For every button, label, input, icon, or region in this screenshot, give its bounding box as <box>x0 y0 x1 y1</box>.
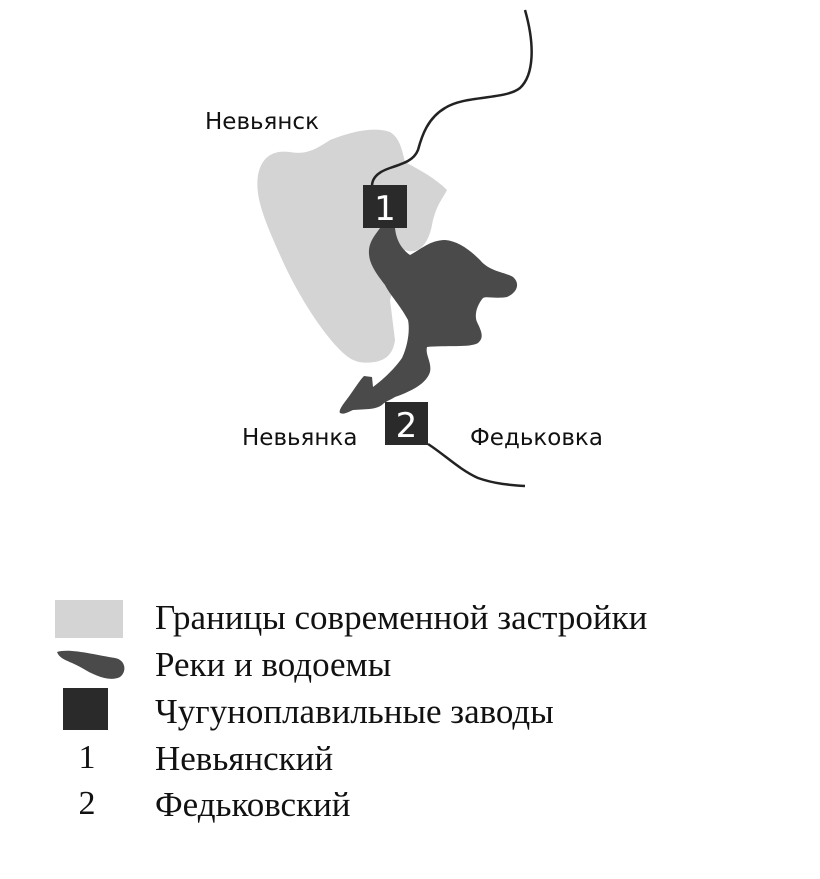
river-line-upper <box>370 9 533 187</box>
legend-urban-swatch <box>55 600 123 638</box>
factory-marker-1: 1 <box>363 185 407 229</box>
reservoir <box>339 228 518 414</box>
legend-label: Реки и водоемы <box>155 645 392 684</box>
legend-label: Невьянский <box>155 739 334 778</box>
legend-number: 1 <box>78 739 96 776</box>
marker-number: 2 <box>396 406 418 446</box>
river-line-lower <box>427 442 526 488</box>
legend-label: Чугуноплавильные заводы <box>155 692 554 731</box>
legend-number: 2 <box>78 785 96 822</box>
legend-item-2: 2 Федьковский <box>0 781 820 827</box>
legend-item-water: Реки и водоемы <box>0 641 820 687</box>
river-label-nevyanka: Невьянка <box>242 425 357 451</box>
town-label: Невьянск <box>205 109 319 135</box>
marker-number: 1 <box>374 189 396 229</box>
legend-label: Границы современной застройки <box>155 598 648 637</box>
legend-item-1: 1 Невьянский <box>0 735 820 781</box>
river-label-fedkovka: Федьковка <box>470 425 603 451</box>
legend-factory-swatch <box>63 688 108 730</box>
legend-item-urban: Границы современной застройки <box>0 594 820 640</box>
legend-water-swatch <box>57 650 125 679</box>
legend-label: Федьковский <box>155 785 351 824</box>
factory-marker-2: 2 <box>385 402 428 446</box>
legend-item-factories: Чугуноплавильные заводы <box>0 688 820 734</box>
